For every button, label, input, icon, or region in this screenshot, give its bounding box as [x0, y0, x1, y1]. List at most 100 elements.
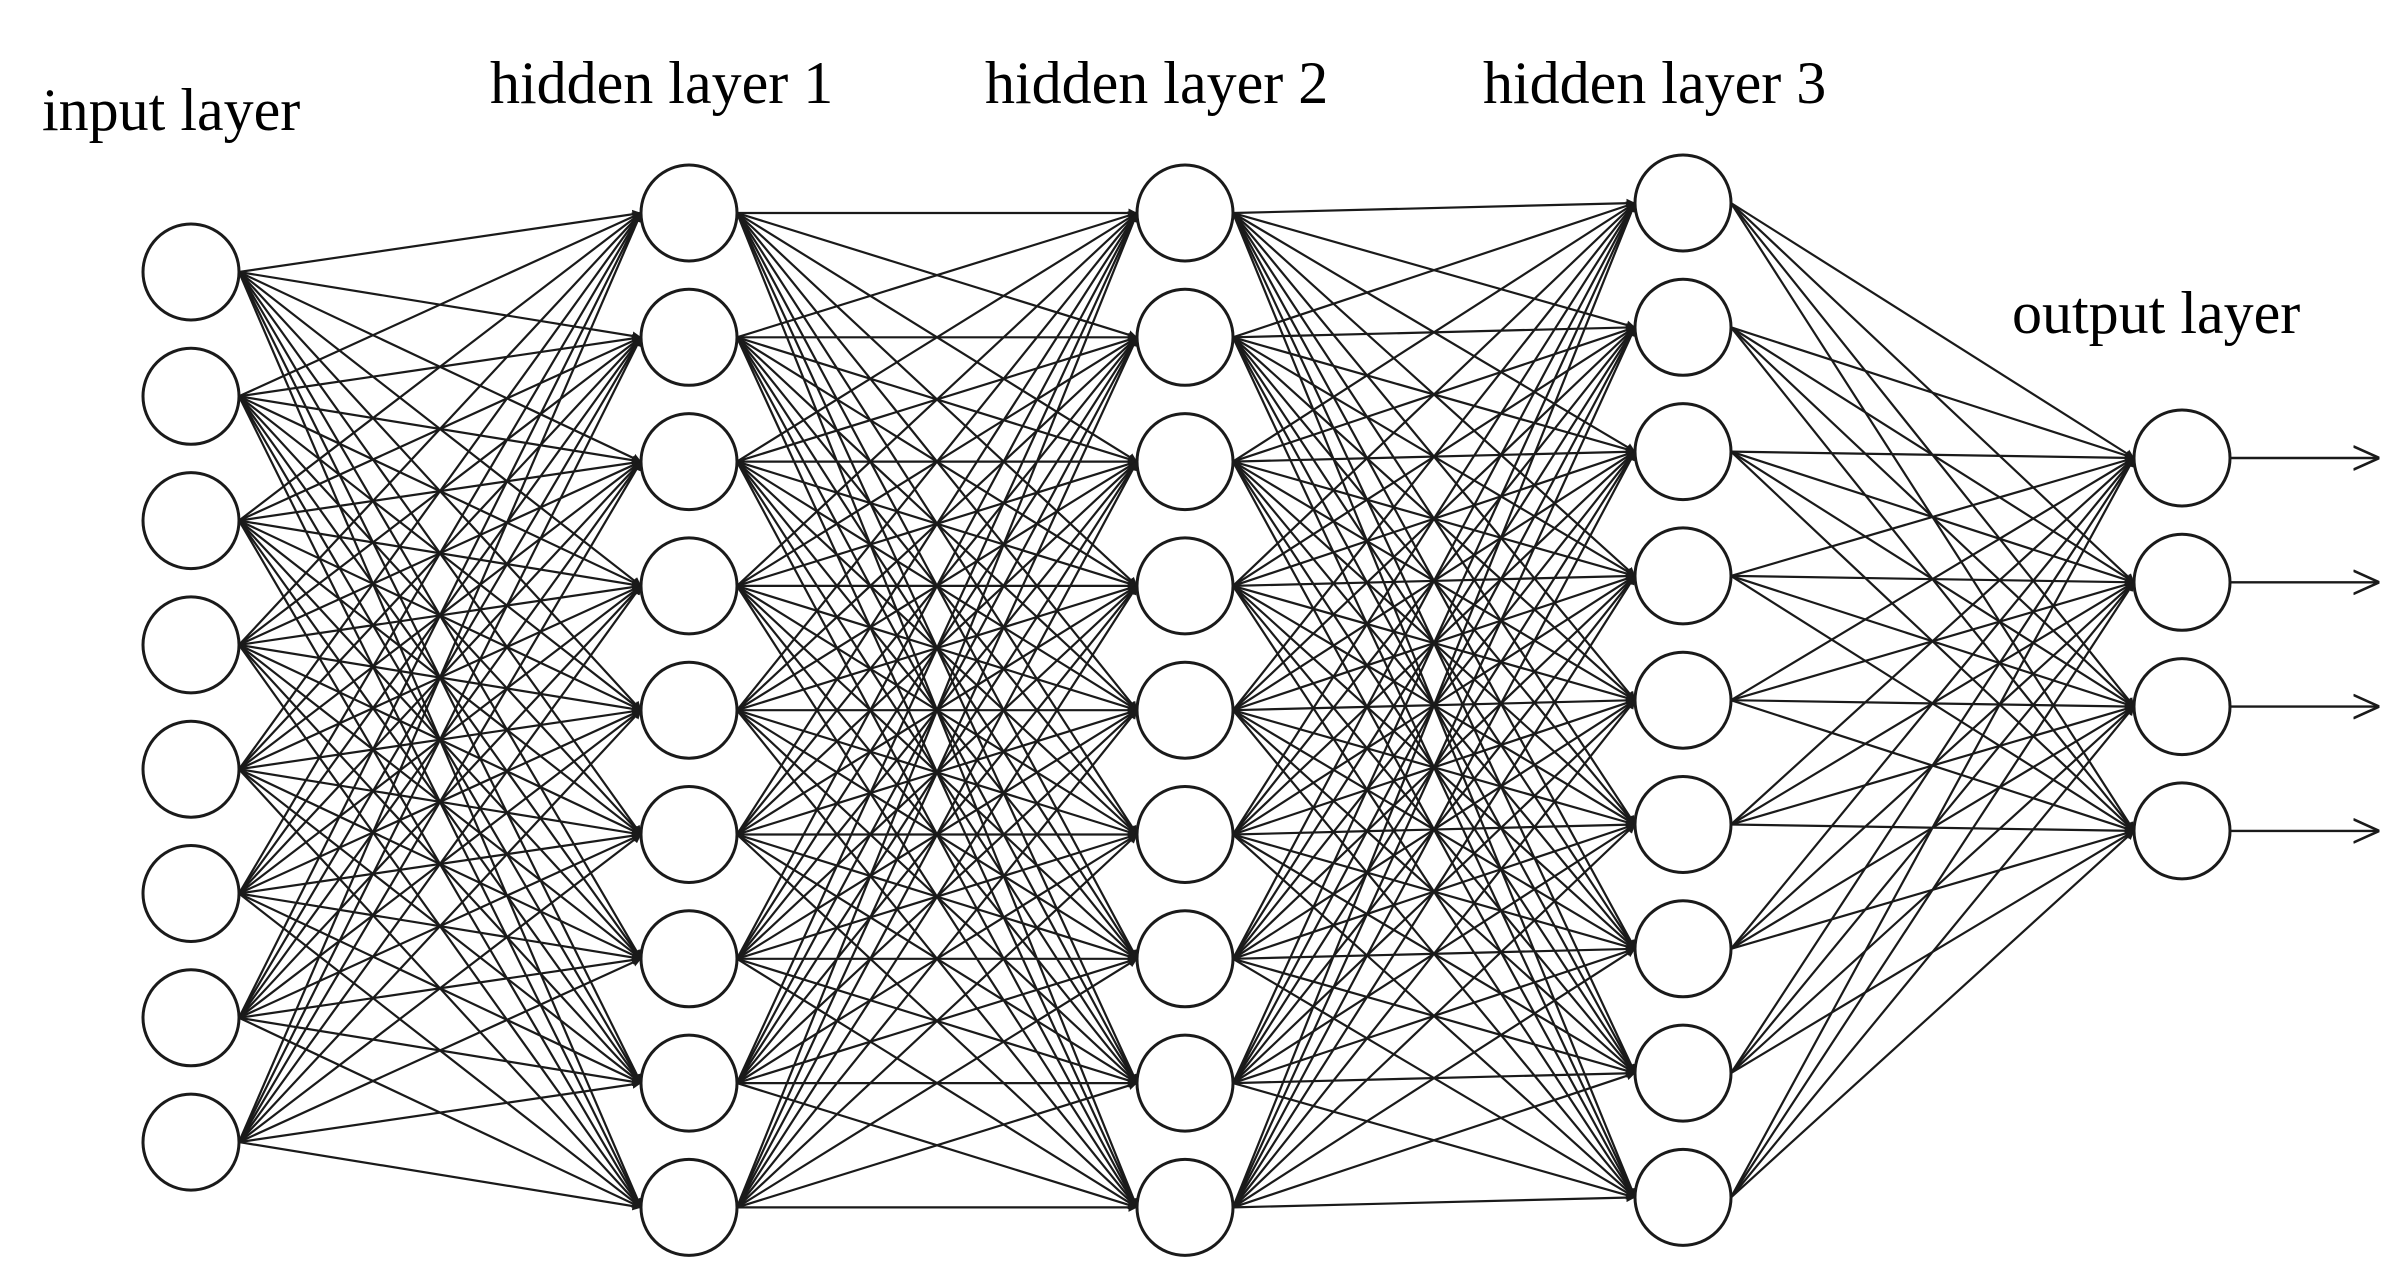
- neuron-hidden2-8: [1135, 1033, 1235, 1133]
- edge-hidden1-1-to-hidden2-0: [736, 211, 1138, 339]
- edge-hidden2-6-to-hidden3-0: [1232, 202, 1636, 960]
- hidden-layer-1-label: hidden layer 1: [490, 50, 833, 116]
- edge-hidden2-8-to-hidden3-2: [1232, 451, 1636, 1208]
- edge-hidden1-2-to-hidden2-0: [736, 212, 1138, 463]
- edge-hidden3-5-to-output-0: [1730, 457, 2135, 826]
- edge-input-7-to-hidden1-5: [238, 833, 642, 1143]
- edge-hidden1-5-to-hidden2-0: [736, 212, 1138, 836]
- edge-hidden3-0-to-output-0: [1730, 202, 2135, 459]
- edge-hidden2-5-to-hidden3-0: [1232, 202, 1636, 836]
- neuron-hidden3-9: [1633, 1147, 1733, 1247]
- edge-hidden1-8-to-hidden2-5: [736, 833, 1138, 1209]
- edge-hidden1-8-to-hidden2-0: [735, 212, 1139, 1208]
- edge-hidden2-8-to-hidden3-8: [1232, 1193, 1636, 1209]
- edge-hidden2-8-to-hidden3-6: [1232, 947, 1636, 1209]
- neuron-output-2: [2132, 532, 2232, 632]
- edge-hidden3-4-to-output-0: [1730, 457, 2135, 702]
- edge-hidden3-6-to-output-0: [1730, 457, 2135, 950]
- edge-input-7-to-hidden1-7: [238, 1079, 642, 1144]
- neuron-hidden2-2: [1135, 287, 1235, 387]
- edge-hidden1-6-to-hidden2-0: [736, 212, 1138, 960]
- connections: [237, 198, 2135, 1212]
- neuron-hidden1-2: [639, 287, 739, 387]
- neuron-hidden3-3: [1633, 402, 1733, 502]
- edge-input-2-to-hidden1-0: [238, 212, 642, 522]
- neuron-output-3: [2132, 657, 2232, 757]
- hidden-layer-2-label: hidden layer 2: [985, 50, 1328, 116]
- edge-hidden2-4-to-hidden3-0: [1232, 202, 1636, 711]
- neuron-hidden2-9: [1135, 1157, 1235, 1257]
- edge-hidden2-3-to-hidden3-0: [1232, 202, 1636, 587]
- edge-hidden2-1-to-hidden3-0: [1232, 201, 1636, 339]
- neuron-hidden2-7: [1135, 909, 1235, 1009]
- edge-hidden1-8-to-hidden2-1: [736, 336, 1138, 1208]
- edge-hidden3-2-to-output-0: [1730, 450, 2135, 463]
- neuron-input-6: [141, 844, 241, 943]
- neurons: [141, 153, 2232, 1257]
- edge-hidden2-8-to-hidden3-1: [1231, 326, 1637, 1208]
- neuron-hidden2-6: [1135, 785, 1235, 884]
- input-layer-label: input layer: [42, 77, 300, 143]
- neuron-hidden1-6: [639, 785, 739, 884]
- neuron-hidden2-5: [1135, 660, 1235, 760]
- edge-input-7-to-hidden1-6: [238, 957, 642, 1144]
- edge-hidden2-2-to-hidden3-0: [1232, 202, 1636, 463]
- edge-hidden1-8-to-hidden2-2: [736, 461, 1138, 1208]
- edge-hidden1-8-to-hidden2-3: [736, 585, 1138, 1208]
- edge-hidden1-3-to-hidden2-0: [736, 212, 1138, 587]
- edge-hidden2-8-to-hidden3-0: [1231, 202, 1637, 1208]
- edge-hidden3-8-to-output-0: [1730, 457, 2135, 1198]
- neuron-hidden3-6: [1633, 775, 1733, 874]
- edge-input-1-to-hidden1-0: [238, 211, 642, 398]
- output-layer-label: output layer: [2012, 280, 2300, 346]
- edge-input-4-to-hidden1-0: [238, 212, 642, 770]
- edge-hidden3-8-to-output-2: [1730, 705, 2135, 1199]
- neuron-hidden2-4: [1135, 536, 1235, 636]
- neuron-hidden1-3: [639, 412, 739, 512]
- edge-input-7-to-hidden1-1: [238, 336, 642, 1143]
- hidden-layer-3-label: hidden layer 3: [1483, 50, 1826, 116]
- edge-hidden3-8-to-output-1: [1730, 581, 2135, 1199]
- edge-hidden2-8-to-hidden3-3: [1232, 575, 1636, 1208]
- neuron-hidden1-7: [639, 909, 739, 1009]
- edge-hidden1-8-to-hidden2-4: [736, 709, 1138, 1209]
- neuron-hidden1-4: [639, 536, 739, 636]
- neuron-input-3: [141, 471, 241, 571]
- neuron-hidden2-1: [1135, 163, 1235, 263]
- neuron-hidden3-4: [1633, 526, 1733, 626]
- edge-input-7-to-hidden1-3: [238, 585, 642, 1143]
- neuron-hidden3-2: [1633, 277, 1733, 377]
- neuron-hidden3-1: [1633, 153, 1733, 253]
- edge-input-3-to-hidden1-0: [238, 212, 642, 646]
- edge-input-7-to-hidden1-2: [238, 461, 642, 1143]
- neuron-hidden3-8: [1633, 1023, 1733, 1123]
- edge-hidden2-8-to-hidden3-7: [1232, 1071, 1636, 1209]
- edge-hidden2-0-to-hidden3-0: [1232, 198, 1636, 215]
- edge-hidden1-8-to-hidden2-7: [736, 1081, 1138, 1209]
- edge-input-6-to-hidden1-0: [238, 212, 642, 1019]
- output-arrows: [2230, 458, 2378, 831]
- neuron-output-4: [2132, 781, 2232, 881]
- edge-hidden1-8-to-hidden2-6: [736, 957, 1138, 1209]
- edge-input-7-to-hidden1-0: [237, 212, 643, 1143]
- edge-hidden3-7-to-output-0: [1730, 457, 2135, 1074]
- neuron-hidden1-9: [639, 1157, 739, 1257]
- neuron-input-4: [141, 595, 241, 695]
- neuron-input-1: [141, 222, 241, 322]
- edge-hidden1-7-to-hidden2-0: [736, 212, 1138, 1084]
- edge-input-5-to-hidden1-0: [238, 212, 642, 895]
- edge-hidden3-3-to-output-0: [1730, 456, 2135, 577]
- edge-hidden2-8-to-hidden3-5: [1232, 823, 1636, 1209]
- edge-hidden2-8-to-hidden3-4: [1232, 699, 1636, 1209]
- edge-input-0-to-hidden1-0: [238, 209, 642, 274]
- edge-hidden3-8-to-output-3: [1730, 830, 2135, 1199]
- edge-hidden1-4-to-hidden2-0: [736, 212, 1138, 711]
- edge-hidden3-1-to-output-0: [1730, 326, 2135, 460]
- edge-input-7-to-hidden1-4: [238, 709, 642, 1143]
- neuron-hidden3-5: [1633, 650, 1733, 750]
- neuron-input-8: [141, 1092, 241, 1192]
- neuron-hidden1-8: [639, 1033, 739, 1133]
- neuron-input-2: [141, 346, 241, 446]
- neuron-hidden3-7: [1633, 899, 1733, 999]
